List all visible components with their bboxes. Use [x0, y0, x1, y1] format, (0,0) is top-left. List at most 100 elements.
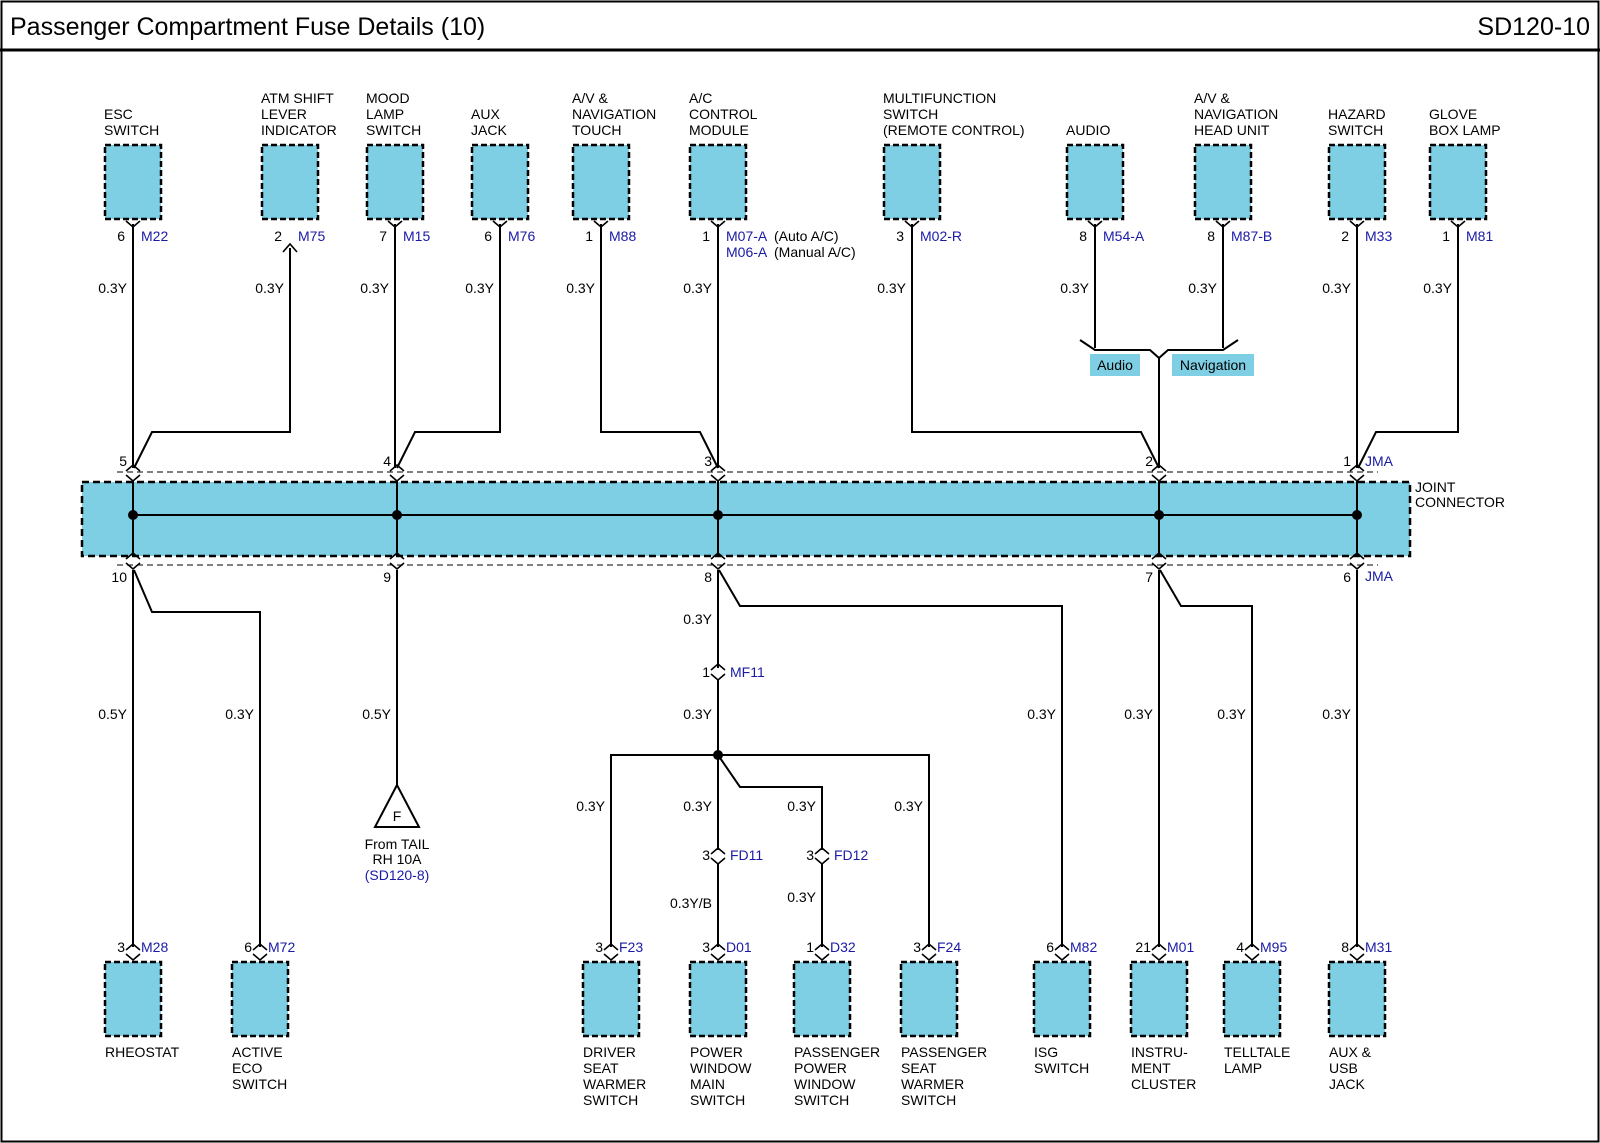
- wire-label-fd11: 0.3Y: [683, 798, 712, 814]
- wire-splice-bar: [610, 754, 930, 947]
- wire-label-mood: 0.3Y: [360, 280, 389, 296]
- joint-node-5: [128, 510, 138, 520]
- joint-top-connector-2: [1151, 463, 1167, 472]
- component-mood-name: LAMP: [366, 106, 404, 122]
- component-multi-name: (REMOTE CONTROL): [883, 122, 1025, 138]
- pin-telltale: 4: [1236, 939, 1244, 955]
- wire-label-aux: 0.3Y: [465, 280, 494, 296]
- ref2-ac: M06-A: [726, 244, 768, 260]
- component-multi-name: MULTIFUNCTION: [883, 90, 996, 106]
- component-auxusb: [1327, 960, 1387, 1038]
- wire-label-auxusb: 0.3Y: [1322, 706, 1351, 722]
- ref-eco: M72: [268, 939, 295, 955]
- connector-ppw: [814, 942, 830, 951]
- joint-bottom-connector-8: [710, 551, 726, 560]
- component-eco-name: SWITCH: [232, 1076, 287, 1092]
- wire-isg: [718, 569, 1063, 947]
- ref-ac: M07-A: [726, 228, 768, 244]
- joint-top-connector-2: [1151, 474, 1167, 483]
- ref-isg: M82: [1070, 939, 1097, 955]
- component-isg-name: ISG: [1034, 1044, 1058, 1060]
- joint-bottom-connector-6: [1349, 551, 1365, 560]
- joint-node-2: [1154, 510, 1164, 520]
- pin-pseat: 3: [913, 939, 921, 955]
- joint-bottom-pin-6: 6: [1343, 569, 1351, 585]
- connector-multi: [904, 220, 920, 229]
- component-avhead-name: NAVIGATION: [1194, 106, 1278, 122]
- component-pseat: [899, 960, 959, 1038]
- component-driverseat-name: SWITCH: [583, 1092, 638, 1108]
- component-eco-name: ECO: [232, 1060, 262, 1076]
- component-glove-name: GLOVE: [1429, 106, 1477, 122]
- joint-bottom-pin-8: 8: [704, 569, 712, 585]
- pin-rheostat: 3: [117, 939, 125, 955]
- ref-mood: M15: [403, 228, 430, 244]
- component-pseat-name: WARMER: [901, 1076, 964, 1092]
- joint-top-connector-3: [710, 463, 726, 472]
- ref-esc: M22: [141, 228, 168, 244]
- component-telltale-name: LAMP: [1224, 1060, 1262, 1076]
- pin-avtouch: 1: [585, 228, 593, 244]
- joint-ref-top: JMA: [1365, 453, 1394, 469]
- pin-atm: 2: [274, 228, 282, 244]
- wire-label-esc: 0.3Y: [98, 280, 127, 296]
- pin-eco: 6: [244, 939, 252, 955]
- component-driverseat-name: DRIVER: [583, 1044, 636, 1060]
- wire-label-multi: 0.3Y: [877, 280, 906, 296]
- component-rheostat-name: RHEOSTAT: [105, 1044, 180, 1060]
- component-rheostat: [103, 960, 163, 1038]
- joint-connector-label-1: JOINT: [1415, 479, 1456, 495]
- connector-audio: [1087, 220, 1103, 229]
- joint-bottom-connector-9: [389, 551, 405, 560]
- component-avtouch-name: NAVIGATION: [572, 106, 656, 122]
- connector-telltale: [1244, 942, 1260, 951]
- component-pseat-name: SEAT: [901, 1060, 937, 1076]
- ref-pwmain: D01: [726, 939, 752, 955]
- component-aux-name: JACK: [471, 122, 507, 138]
- ref-avhead: M87-B: [1231, 228, 1272, 244]
- page-title: Passenger Compartment Fuse Details (10): [10, 13, 485, 41]
- wire-label-telltale: 0.3Y: [1217, 706, 1246, 722]
- component-ac-name: CONTROL: [689, 106, 758, 122]
- tail-source-line2: RH 10A: [372, 851, 422, 867]
- joint-top-connector-5: [125, 463, 141, 472]
- component-esc: [103, 143, 163, 221]
- component-pseat-name: PASSENGER: [901, 1044, 987, 1060]
- connector-atm: [282, 242, 298, 253]
- component-aux-name: AUX: [471, 106, 500, 122]
- joint-node-3: [713, 510, 723, 520]
- wire-label-glove: 0.3Y: [1423, 280, 1452, 296]
- component-eco-name: ACTIVE: [232, 1044, 283, 1060]
- pin-pwmain: 3: [702, 939, 710, 955]
- connector-auxusb: [1349, 953, 1365, 962]
- component-isg-name: SWITCH: [1034, 1060, 1089, 1076]
- component-driverseat-name: SEAT: [583, 1060, 619, 1076]
- wire-label-rheostat: 0.5Y: [98, 706, 127, 722]
- connector-mood: [387, 220, 403, 229]
- tail-fuse-symbol: [373, 782, 421, 828]
- ref-note-ac: (Auto A/C): [774, 228, 839, 244]
- connector-pwmain: [710, 953, 726, 962]
- connector-pseat: [921, 942, 937, 951]
- joint-top-connector-4: [389, 463, 405, 472]
- connector-telltale: [1244, 953, 1260, 962]
- ref-mf11: MF11: [730, 664, 765, 680]
- joint-bottom-connector-6: [1349, 562, 1365, 571]
- pin-glove: 1: [1442, 228, 1450, 244]
- ref-hazard: M33: [1365, 228, 1392, 244]
- option-tag-audio: Audio: [1097, 357, 1133, 373]
- pin-aux: 6: [484, 228, 492, 244]
- wire-eco: [133, 569, 261, 947]
- joint-ref-bottom: JMA: [1365, 568, 1394, 584]
- joint-bottom-pin-9: 9: [383, 569, 391, 585]
- component-telltale: [1222, 960, 1282, 1038]
- wire-label-atm: 0.3Y: [255, 280, 284, 296]
- component-esc-name: SWITCH: [104, 122, 159, 138]
- connector-avtouch: [593, 220, 609, 229]
- ref-avtouch: M88: [609, 228, 636, 244]
- joint-bottom-connector-10: [125, 551, 141, 560]
- wire-label-pin8-lower: 0.3Y: [683, 706, 712, 722]
